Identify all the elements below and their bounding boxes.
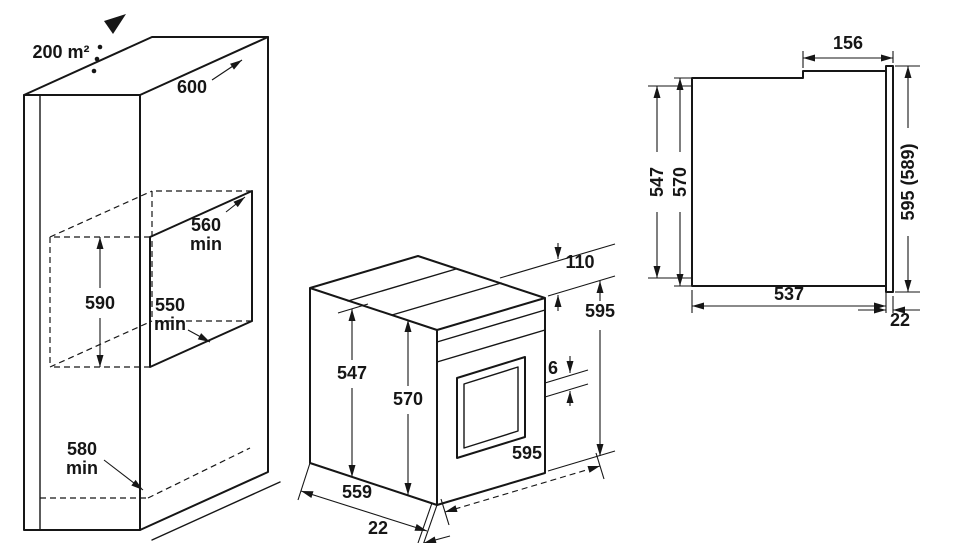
dim-547-tick <box>337 303 369 314</box>
dim-label-depth: 559 <box>342 482 372 502</box>
vent-dot <box>97 44 103 50</box>
dim-6-ext-bottom <box>544 383 589 398</box>
dim-595r-ext-bottom <box>547 450 616 472</box>
leader-580 <box>103 459 144 491</box>
dim-label-top-section: 156 <box>833 33 863 53</box>
dim-label-niche-width: 560 <box>191 215 221 235</box>
vent-area-label: 200 m² <box>32 42 89 62</box>
dim-label-base-depth: 580 <box>67 439 97 459</box>
dim-label-top-depth: 600 <box>177 77 207 97</box>
dim-label-niche-height: 590 <box>85 293 115 313</box>
dim-110-ext-top <box>499 243 616 279</box>
oven-door-window-inner <box>463 366 519 449</box>
cabinet-top-face <box>23 36 269 96</box>
dim-559-line <box>300 490 428 532</box>
dim-label-base-depth-min: min <box>66 458 98 478</box>
dim-label-niche-depth: 550 <box>155 295 185 315</box>
dim-label-side-body-depth: 537 <box>774 284 804 304</box>
dim-label-body-height: 570 <box>393 389 423 409</box>
oven-door-window <box>456 356 526 459</box>
dim-label-side-cavity-height: 547 <box>647 167 667 197</box>
dim-22-ext-inner <box>417 502 433 543</box>
leader-600 <box>211 59 243 81</box>
side-door-slab <box>885 65 894 293</box>
cabinet-right-face <box>139 36 269 531</box>
cabinet-niche-view: 590 600 560 min 550 min 580 min 200 m² <box>23 14 281 541</box>
dim-22-arrow-right <box>423 535 451 543</box>
dim-label-fascia-height: 110 <box>565 252 594 272</box>
floor-line <box>151 481 281 541</box>
dim-595r-ext-top <box>547 275 616 297</box>
dim-label-door-clearance: 6 <box>548 358 558 378</box>
vent-dot <box>91 68 97 74</box>
vent-arrow-icon <box>104 14 126 34</box>
vent-dot <box>94 56 100 62</box>
leader-560 <box>225 196 246 213</box>
side-section-view: 156 547 570 595 (589) 537 22 <box>647 33 920 330</box>
dim-label-niche-depth-min: min <box>154 314 186 334</box>
oven-dimensions-view: 110 595 547 570 6 559 22 <box>297 243 616 543</box>
niche-opening <box>149 190 253 368</box>
dim-label-door-thickness: 22 <box>368 518 388 538</box>
side-body-outline <box>691 70 887 287</box>
dim-label-side-overall-height: 595 (589) <box>898 143 918 220</box>
dim-595b-line <box>444 465 601 513</box>
dim-559-ext-back <box>297 462 311 501</box>
dim-6-ext-top <box>544 369 589 384</box>
leader-550 <box>187 329 211 343</box>
dim-label-overall-height: 595 <box>585 301 615 321</box>
oven-top-seams-and-fascia <box>347 268 546 363</box>
dim-label-cavity-height: 547 <box>337 363 367 383</box>
dim-label-niche-width-min: min <box>190 234 222 254</box>
dim-label-side-door-thickness: 22 <box>890 310 910 330</box>
dim-label-width: 595 <box>512 443 542 463</box>
dim-label-side-body-height: 570 <box>670 167 690 197</box>
